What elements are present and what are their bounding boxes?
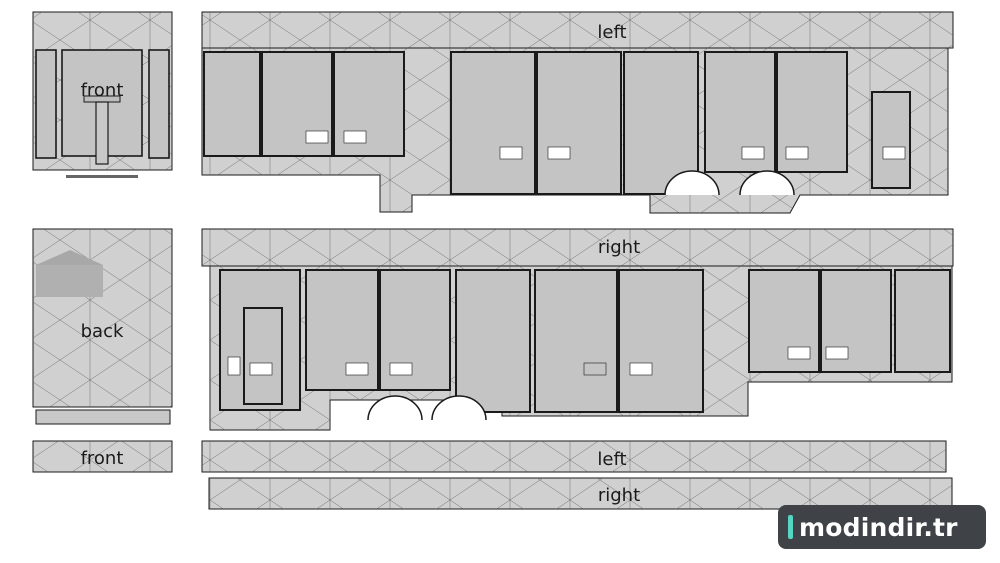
watermark-badge: modindir.tr: [778, 505, 986, 549]
watermark-text: modindir.tr: [799, 512, 958, 542]
left-strip-label: left: [597, 449, 626, 470]
right-windows: [219, 269, 951, 413]
right-top-label: right: [598, 237, 640, 258]
watermark-accent-bar: [788, 515, 793, 539]
left-top-label: left: [597, 22, 626, 43]
front-top-label: front: [81, 80, 124, 101]
right-strip-label: right: [598, 485, 640, 506]
front-top-panel: front: [32, 11, 173, 178]
back-panel: back: [32, 228, 173, 425]
left-side-panel: left: [201, 11, 954, 214]
front-strip: front: [32, 440, 173, 473]
right-strip: right: [208, 477, 953, 510]
left-windows: [203, 51, 911, 195]
front-strip-label: front: [81, 448, 124, 469]
left-strip: left: [201, 440, 947, 473]
right-side-panel: right: [201, 228, 954, 431]
back-label: back: [81, 321, 124, 342]
